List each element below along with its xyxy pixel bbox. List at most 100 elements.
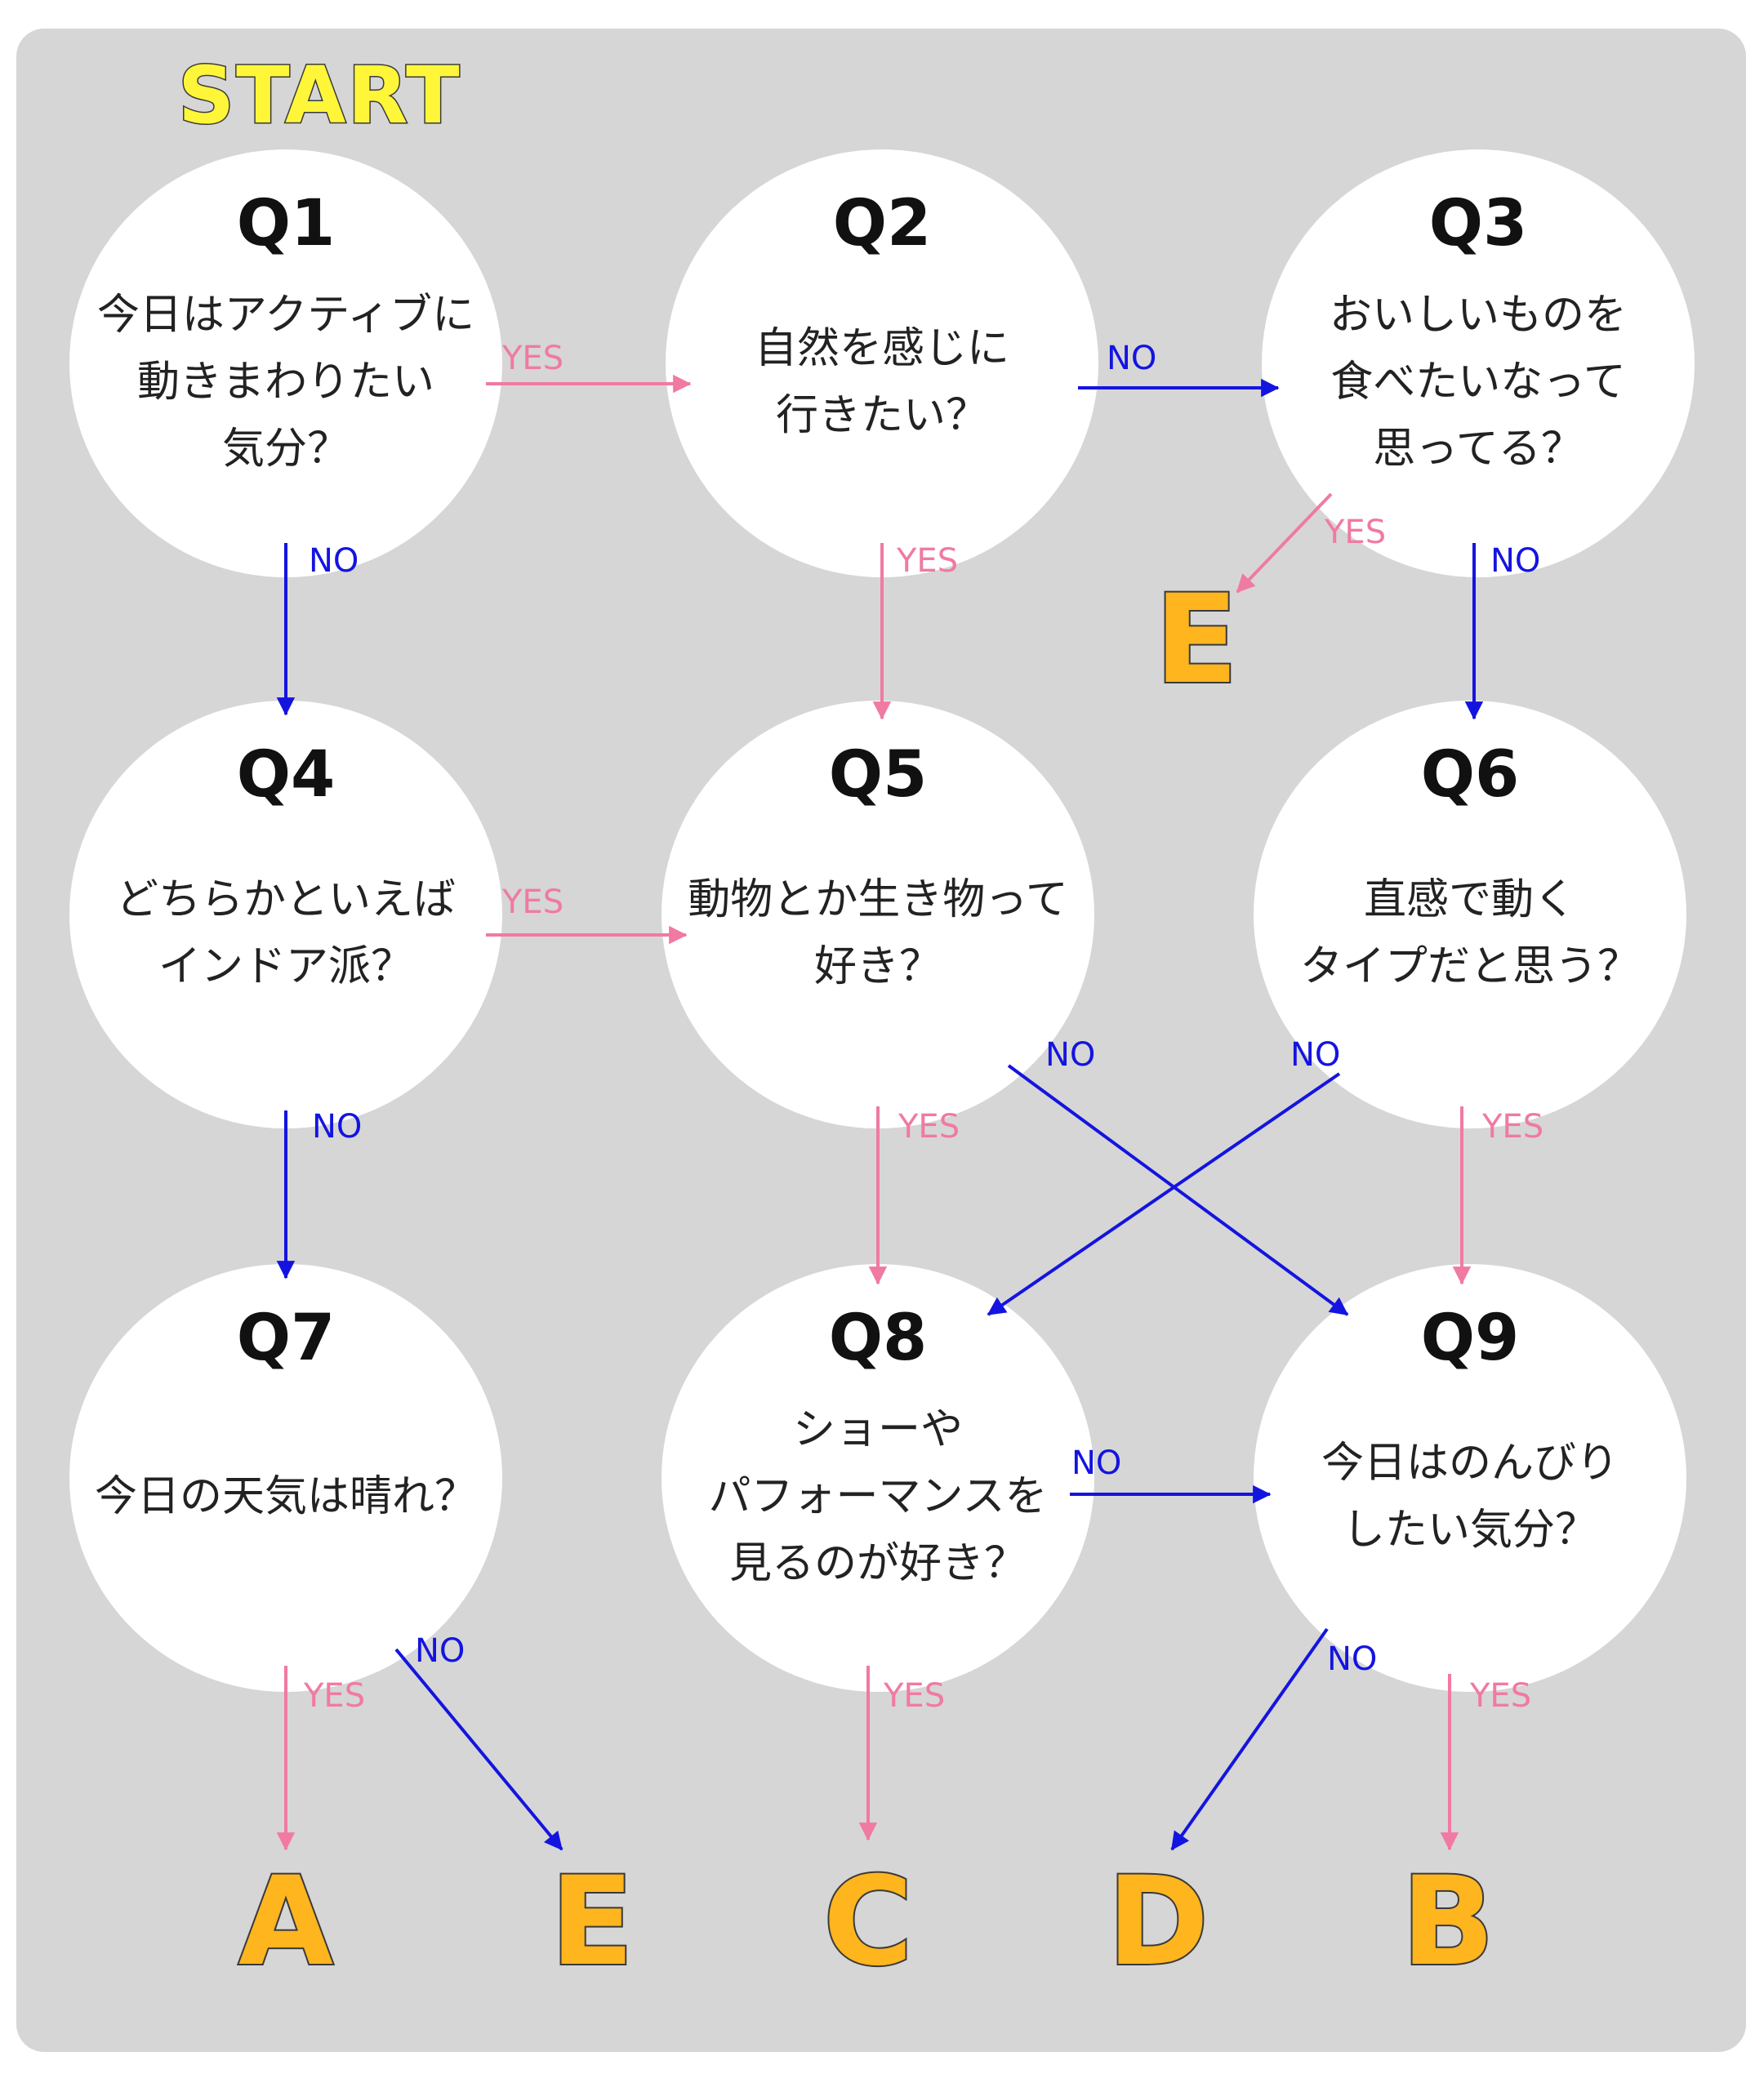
bubble-shape <box>69 701 502 1128</box>
question-text-line: 気分？ <box>222 425 350 474</box>
result-b: B <box>1401 1851 1494 1993</box>
question-id: Q5 <box>829 738 928 812</box>
question-text-line: したい気分？ <box>1343 1506 1597 1555</box>
question-text-line: 行きたい？ <box>776 391 988 440</box>
arrow-q6-to-q8: NO <box>987 1036 1341 1316</box>
question-text-line: ショーや <box>793 1405 963 1454</box>
arrow-q8-to-c: YES <box>858 1666 945 1841</box>
result-c: C <box>823 1851 913 1993</box>
question-text-line: 動きまわりたい <box>137 358 434 407</box>
no-label: NO <box>415 1632 465 1670</box>
result-e: E <box>1155 569 1238 711</box>
question-text-line: 見るのが好き？ <box>729 1539 1027 1588</box>
arrow-q9-to-b: YES <box>1440 1674 1531 1851</box>
bubble-shape <box>666 149 1098 577</box>
result-a: A <box>238 1851 333 1993</box>
arrow-line <box>1236 492 1333 594</box>
bubble-shape <box>662 1264 1094 1692</box>
no-label: NO <box>1071 1444 1121 1482</box>
no-label: NO <box>1490 542 1540 580</box>
question-id: Q9 <box>1421 1302 1520 1375</box>
no-label: NO <box>1290 1036 1340 1074</box>
yes-label: YES <box>1469 1677 1531 1715</box>
bubble-shape <box>1254 1264 1686 1692</box>
arrow-q7-to-e: NO <box>394 1632 564 1851</box>
yes-label: YES <box>303 1677 365 1715</box>
question-text-line: 思ってる？ <box>1373 425 1583 474</box>
question-text-line: 食べたいなって <box>1330 358 1625 407</box>
arrow-q3-to-e: YES <box>1236 492 1386 594</box>
no-label: NO <box>1327 1640 1377 1678</box>
question-text-line: 自然を感じに <box>755 324 1009 373</box>
question-id: Q2 <box>833 187 932 260</box>
no-label: NO <box>309 542 359 580</box>
question-id: Q8 <box>829 1302 928 1375</box>
arrow-line <box>1170 1627 1329 1851</box>
arrow-q9-to-d: NO <box>1170 1627 1377 1851</box>
question-text-line: 今日の天気は晴れ？ <box>95 1472 477 1521</box>
bubble-shape <box>69 1264 502 1692</box>
yes-label: YES <box>883 1677 945 1715</box>
arrow-line <box>987 1072 1341 1316</box>
question-text-line: 直感で動く <box>1364 875 1576 924</box>
result-e: E <box>550 1851 634 1993</box>
start-label: START <box>178 50 461 141</box>
question-id: Q6 <box>1421 738 1520 812</box>
no-label: NO <box>1107 340 1156 377</box>
bubble-shape <box>69 149 502 577</box>
yes-label: YES <box>501 883 564 921</box>
bubble-shape <box>662 701 1094 1128</box>
arrow-q5-to-q9: NO <box>1007 1036 1349 1316</box>
result-letters: E A E C D B <box>237 567 1496 1995</box>
question-text-line: どちらかといえば <box>116 875 456 924</box>
result-d: D <box>1107 1851 1209 1993</box>
arrow-q3-to-q6: NO <box>1464 542 1540 720</box>
yes-label: YES <box>898 1108 960 1146</box>
no-label: NO <box>1045 1036 1095 1074</box>
arrow-q4-to-q7: NO <box>276 1108 362 1280</box>
question-text-line: 動物とか生き物って <box>688 875 1067 924</box>
bubble-shape <box>1262 149 1695 577</box>
arrow-q1-to-q4: NO <box>276 542 359 716</box>
arrow-q6-to-q9: YES <box>1452 1106 1544 1285</box>
arrow-q5-to-q8: YES <box>868 1106 960 1285</box>
question-text-line: 今日はのんびり <box>1321 1439 1619 1488</box>
yes-label: YES <box>1481 1108 1544 1146</box>
arrow-q1-to-q2: YES <box>486 340 692 394</box>
question-text-line: タイプだと思う？ <box>1300 942 1640 991</box>
yes-label: YES <box>501 340 564 377</box>
question-id: Q4 <box>237 738 336 812</box>
question-text-line: おいしいものを <box>1330 291 1627 340</box>
arrow-q4-to-q5: YES <box>486 883 688 945</box>
question-text-line: パフォーマンスを <box>709 1472 1048 1521</box>
yes-label: YES <box>1324 514 1386 551</box>
question-id: Q3 <box>1429 187 1528 260</box>
question-text-line: 今日はアクティブに <box>97 291 474 340</box>
arrow-line <box>1007 1064 1349 1316</box>
bubble-shape <box>1254 701 1686 1128</box>
no-label: NO <box>312 1108 362 1146</box>
question-id: Q1 <box>237 187 336 260</box>
arrow-line <box>394 1648 564 1851</box>
arrow-q2-to-q3: NO <box>1078 340 1280 398</box>
question-id: Q7 <box>237 1302 336 1375</box>
question-text-line: 好き？ <box>814 942 942 991</box>
flow-arrows: YES NO NO YES YES NO YES NO NO YES NO YES YES NO NO YES… <box>276 340 1544 1851</box>
arrow-q8-to-q9: NO <box>1070 1444 1272 1504</box>
arrow-q7-to-a: YES <box>276 1666 365 1851</box>
yes-label: YES <box>896 542 958 580</box>
question-text-line: インドア派？ <box>158 942 413 991</box>
arrow-q2-to-q5: YES <box>872 542 958 720</box>
question-bubble-q7: Q7 今日の天気は晴れ？ <box>69 1264 502 1692</box>
